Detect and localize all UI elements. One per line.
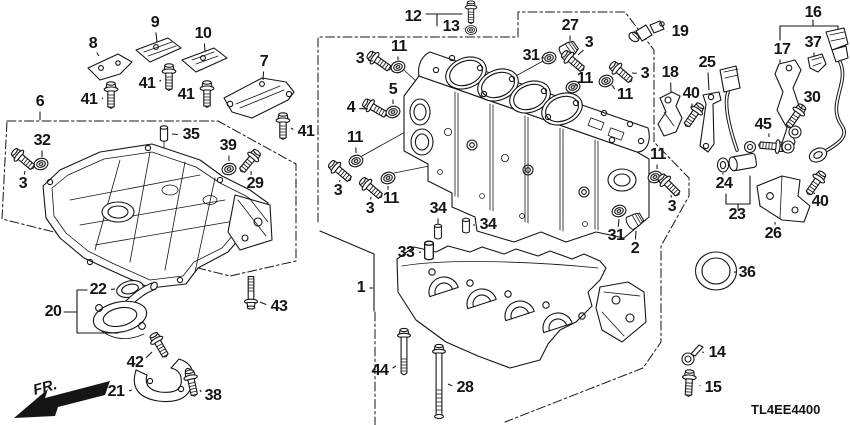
leader-line-35-11 bbox=[171, 133, 178, 136]
callout-45-54: 45 bbox=[754, 116, 772, 133]
callout-9-0: 9 bbox=[150, 14, 160, 31]
callout-11-26: 11 bbox=[347, 129, 363, 146]
callout-19-42: 19 bbox=[671, 23, 689, 40]
callout-6-8: 6 bbox=[35, 93, 45, 110]
callout-3-22: 3 bbox=[355, 50, 365, 67]
callout-38-18: 38 bbox=[204, 387, 222, 404]
callout-35-11: 35 bbox=[182, 126, 200, 143]
lower-block-drawing bbox=[396, 217, 647, 420]
callout-3-28: 3 bbox=[365, 200, 375, 217]
callout-26-58: 26 bbox=[764, 225, 782, 242]
callout-12-20: 12 bbox=[404, 8, 422, 25]
leader-line-42-16 bbox=[145, 351, 153, 359]
leader-line-41-7 bbox=[290, 127, 294, 130]
leader-line-3-10 bbox=[23, 170, 26, 175]
callout-29-13: 29 bbox=[246, 175, 264, 192]
callout-3-44: 3 bbox=[667, 198, 677, 215]
callout-8-2: 8 bbox=[88, 35, 98, 52]
leader-line-7-3 bbox=[262, 71, 265, 81]
callout-41-5: 41 bbox=[138, 75, 156, 92]
callout-11-23: 11 bbox=[391, 38, 407, 55]
leader-line-41-4 bbox=[101, 97, 104, 100]
fr-arrow bbox=[14, 381, 110, 418]
oil-pan-drawing bbox=[8, 125, 273, 289]
cylinder-block-drawing bbox=[403, 51, 650, 243]
callout-10-1: 10 bbox=[194, 25, 212, 42]
callout-40-53: 40 bbox=[682, 85, 700, 102]
baffle-plates-drawing bbox=[87, 37, 295, 140]
callout-7-3: 7 bbox=[259, 53, 269, 70]
leader-line-11-41 bbox=[611, 84, 616, 90]
callout-24-55: 24 bbox=[715, 175, 733, 192]
callout-27-36: 27 bbox=[561, 17, 579, 34]
callout-11-41: 11 bbox=[617, 86, 633, 103]
leader-line-2-46 bbox=[634, 230, 637, 240]
callout-4-24: 4 bbox=[346, 99, 356, 116]
callout-33-32: 33 bbox=[397, 244, 415, 261]
callout-11-43: 11 bbox=[650, 146, 666, 163]
callout-41-7: 41 bbox=[297, 123, 315, 140]
callout-40-57: 40 bbox=[811, 193, 829, 210]
leader-line-21-17 bbox=[128, 389, 133, 392]
callout-30-50: 30 bbox=[803, 89, 821, 106]
callout-42-16: 42 bbox=[126, 354, 144, 371]
leader-line-38-18 bbox=[199, 389, 202, 393]
leader-line-9-0 bbox=[155, 32, 158, 43]
callout-11-29: 11 bbox=[383, 190, 399, 207]
callout-31-45: 31 bbox=[607, 227, 625, 244]
callout-23-56: 23 bbox=[728, 206, 746, 223]
callout-34-31: 34 bbox=[479, 216, 497, 233]
leader-line-41-5 bbox=[159, 79, 162, 82]
callout-37-48: 37 bbox=[804, 34, 822, 51]
leader-line-40-57 bbox=[813, 192, 816, 195]
callout-1-33: 1 bbox=[356, 279, 366, 296]
callout-21-17: 21 bbox=[107, 383, 125, 400]
callout-25-52: 25 bbox=[698, 54, 716, 71]
leader-line-8-2 bbox=[96, 52, 100, 57]
callout-43-19: 43 bbox=[270, 298, 288, 315]
leader-line-30-50 bbox=[800, 104, 804, 110]
callout-36-59: 36 bbox=[738, 264, 756, 281]
leader-line-44-34 bbox=[392, 365, 397, 369]
oil-strainer-drawing bbox=[92, 275, 259, 403]
callout-44-34: 44 bbox=[371, 362, 389, 379]
callout-11-39: 11 bbox=[577, 70, 593, 87]
leader-line-3-27 bbox=[338, 179, 341, 182]
callout-16-47: 16 bbox=[804, 4, 822, 21]
callout-3-10: 3 bbox=[18, 175, 28, 192]
callout-5-25: 5 bbox=[388, 81, 398, 98]
callout-2-46: 2 bbox=[630, 240, 640, 257]
callout-31-37: 31 bbox=[522, 47, 540, 64]
callout-41-6: 41 bbox=[177, 86, 195, 103]
sensors-drawing bbox=[628, 20, 849, 398]
callout-3-27: 3 bbox=[333, 182, 343, 199]
callout-39-12: 39 bbox=[219, 137, 237, 154]
callout-34-30: 34 bbox=[429, 200, 447, 217]
leader-line-3-22 bbox=[368, 59, 374, 62]
callout-3-38: 3 bbox=[584, 34, 594, 51]
leader-line-10-1 bbox=[203, 43, 206, 53]
callout-18-51: 18 bbox=[661, 64, 679, 81]
callout-14-60: 14 bbox=[708, 344, 726, 361]
leader-line-25-52 bbox=[707, 72, 710, 91]
diagram-code: TL4EE4400 bbox=[751, 402, 821, 417]
leader-line-31-45 bbox=[617, 218, 620, 227]
callout-41-4: 41 bbox=[80, 91, 98, 108]
leader-line-28-35 bbox=[447, 383, 453, 387]
leader-line-3-38 bbox=[577, 49, 584, 56]
callout-32-9: 32 bbox=[33, 132, 51, 149]
callout-20-15: 20 bbox=[44, 303, 62, 320]
reference-boxes bbox=[1, 11, 690, 425]
callout-22-14: 22 bbox=[89, 281, 107, 298]
callout-17-49: 17 bbox=[773, 41, 791, 58]
leader-line-43-19 bbox=[259, 301, 267, 306]
callout-13-21: 13 bbox=[442, 18, 460, 35]
callout-3-40: 3 bbox=[640, 65, 650, 82]
callout-15-61: 15 bbox=[704, 379, 722, 396]
callout-28-35: 28 bbox=[456, 379, 474, 396]
